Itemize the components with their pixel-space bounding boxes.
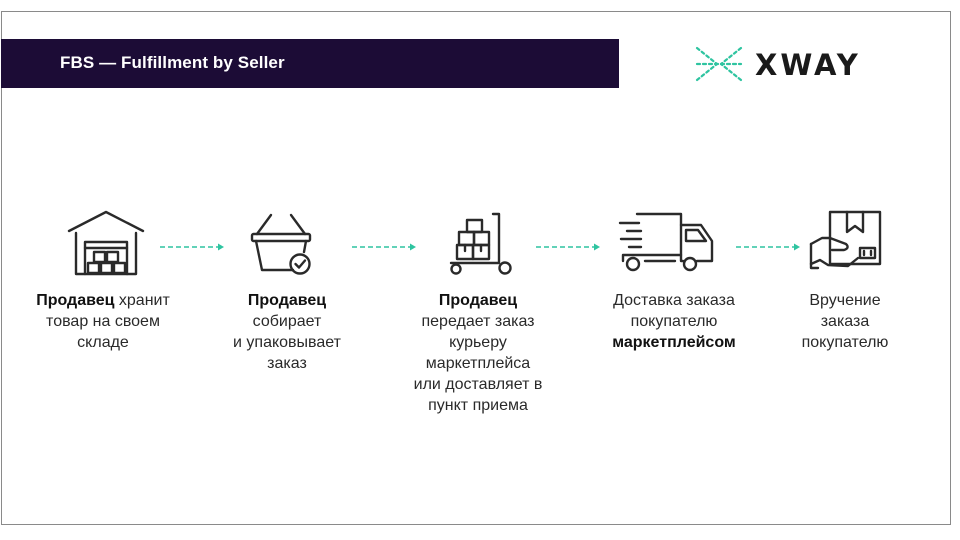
flow-arrow (160, 243, 224, 251)
text-line: Вручение (809, 292, 881, 309)
text-line: Продавец хранит (36, 292, 170, 309)
hand-truck-boxes-icon (447, 211, 515, 277)
text-line: маркетплейсом (612, 334, 736, 351)
text-line: и упаковывает (233, 334, 341, 351)
title-bar: FBS — Fulfillment by Seller (1, 39, 619, 88)
slide-title: FBS — Fulfillment by Seller (60, 53, 285, 72)
text-line: Доставка заказа (613, 292, 735, 309)
warehouse-icon (66, 209, 146, 277)
step-4-text: Доставка заказа покупателю маркетплейсом (588, 290, 760, 353)
flow-arrow (536, 243, 600, 251)
text-line: товар на своем (46, 313, 160, 330)
xway-logo: XWAY (693, 44, 893, 84)
delivery-truck-icon (617, 211, 717, 273)
text-line: покупателю (630, 313, 718, 330)
text-line: покупателю (801, 334, 889, 351)
basket-check-icon (249, 212, 315, 276)
flow-arrow (352, 243, 416, 251)
step-1-text: Продавец хранит товар на своем складе (16, 290, 190, 353)
step-2-text: Продавец собирает и упаковывает заказ (211, 290, 363, 374)
text-line: Продавец (247, 292, 327, 309)
step-3-text: Продавец передает заказ курьеру маркетпл… (394, 290, 562, 416)
text-line: заказ (267, 355, 307, 372)
text-line: курьеру (449, 334, 507, 351)
flow-arrow (736, 243, 800, 251)
text-line: заказа (820, 313, 870, 330)
text-line: Продавец (438, 292, 518, 309)
text-line: складе (77, 334, 129, 351)
logo-text: XWAY (755, 48, 861, 82)
text-line: собирает (252, 313, 322, 330)
text-line: или доставляет в (413, 376, 543, 393)
hand-package-icon (808, 210, 884, 274)
logo-mark-icon (695, 46, 743, 82)
text-line: маркетплейса (425, 355, 531, 372)
step-5-text: Вручение заказа покупателю (780, 290, 910, 353)
slide-frame (1, 11, 951, 525)
text-line: передает заказ (421, 313, 535, 330)
text-line: пункт приема (428, 397, 528, 414)
